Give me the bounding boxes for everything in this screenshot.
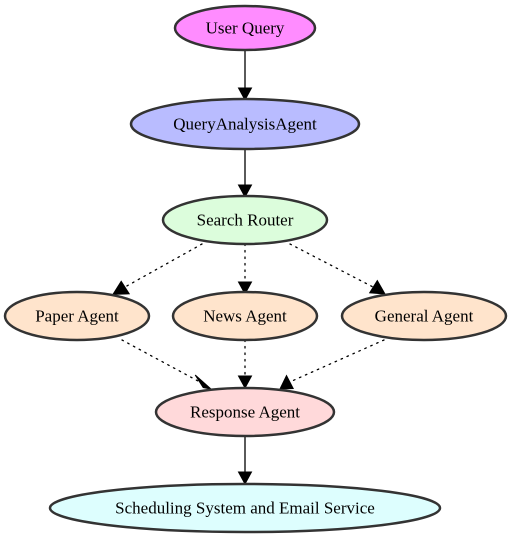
node-query-analysis-agent-shape: [129, 97, 361, 151]
node-general-agent-shape: [340, 290, 508, 342]
node-scheduling-email-shape: [48, 482, 442, 534]
arrowhead-query-analysis-agent: [237, 87, 253, 102]
node-response-agent-shape: [154, 386, 336, 438]
node-response-agent-label: Response Agent: [190, 403, 300, 422]
edge-search-router-to-paper-agent: [124, 243, 203, 288]
node-search-router: Search Router: [161, 194, 329, 246]
node-general-agent-label: General Agent: [375, 307, 474, 326]
edge-search-router-to-general-agent: [289, 243, 374, 288]
arrowhead-scheduling-email: [237, 471, 253, 486]
node-news-agent-label: News Agent: [203, 307, 287, 326]
node-paper-agent: Paper Agent: [3, 290, 151, 342]
node-search-router-shape: [161, 194, 329, 246]
arrowhead-paper-agent: [112, 280, 131, 295]
node-user-query-shape: [173, 4, 317, 52]
arrowhead-general-agent: [368, 279, 386, 295]
node-user-query: User Query: [173, 4, 317, 52]
node-user-query-label: User Query: [206, 19, 285, 38]
node-paper-agent-shape: [3, 290, 151, 342]
edges: [112, 50, 386, 486]
node-news-agent: News Agent: [171, 290, 319, 342]
node-paper-agent-label: Paper Agent: [35, 307, 119, 326]
edge-general-agent-to-response-agent: [291, 339, 385, 382]
node-query-analysis-agent: QueryAnalysisAgent: [129, 97, 361, 151]
arrowhead-response-agent-right: [279, 374, 295, 390]
node-query-analysis-agent-label: QueryAnalysisAgent: [173, 115, 317, 134]
arrowhead-search-router: [237, 184, 253, 199]
node-search-router-label: Search Router: [197, 211, 294, 230]
node-scheduling-email-label: Scheduling System and Email Service: [115, 499, 375, 518]
arrowhead-news-agent: [237, 281, 253, 296]
arrowhead-response-agent-left: [194, 374, 213, 390]
node-news-agent-shape: [171, 290, 319, 342]
node-scheduling-email: Scheduling System and Email Service: [48, 482, 442, 534]
node-response-agent: Response Agent: [154, 386, 336, 438]
edge-paper-agent-to-response-agent: [121, 339, 199, 382]
node-general-agent: General Agent: [340, 290, 508, 342]
arrowhead-response-agent-center: [237, 375, 253, 390]
